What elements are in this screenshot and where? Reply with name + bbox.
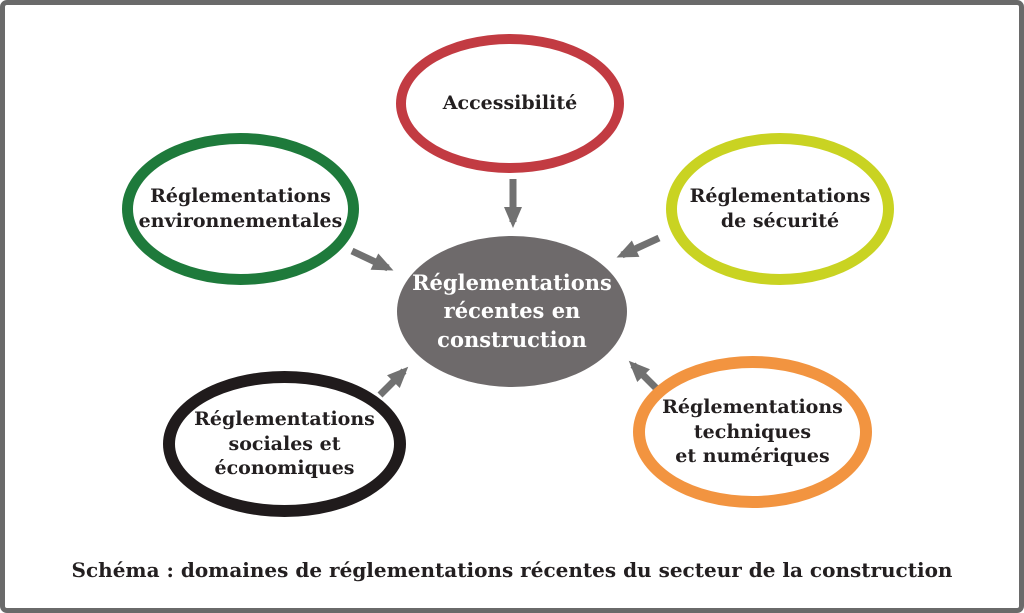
node-sociales-label: Réglementations sociales et économiques — [194, 407, 375, 480]
node-environnementales: Réglementations environnementales — [122, 133, 359, 285]
node-accessibilite: Accessibilité — [396, 34, 624, 173]
caption: Schéma : domaines de réglementations réc… — [71, 558, 953, 582]
node-securite: Réglementations de sécurité — [666, 133, 894, 285]
center-node-label: Réglementations récentes en construction — [412, 269, 612, 352]
center-node: Réglementations récentes en construction — [397, 236, 627, 387]
node-techniques-label: Réglementations techniques et numériques — [662, 395, 843, 468]
arrow-sociales-to-center — [377, 366, 409, 398]
node-sociales: Réglementations sociales et économiques — [163, 371, 406, 517]
arrow-techniques-to-center — [628, 360, 659, 391]
node-securite-label: Réglementations de sécurité — [689, 185, 871, 232]
arrow-environnementales-to-center — [350, 247, 394, 272]
node-environnementales-label: Réglementations environnementales — [138, 185, 343, 232]
node-accessibilite-label: Accessibilité — [442, 92, 578, 115]
node-techniques: Réglementations techniques et numériques — [633, 356, 872, 508]
arrow-securite-to-center — [616, 234, 661, 259]
